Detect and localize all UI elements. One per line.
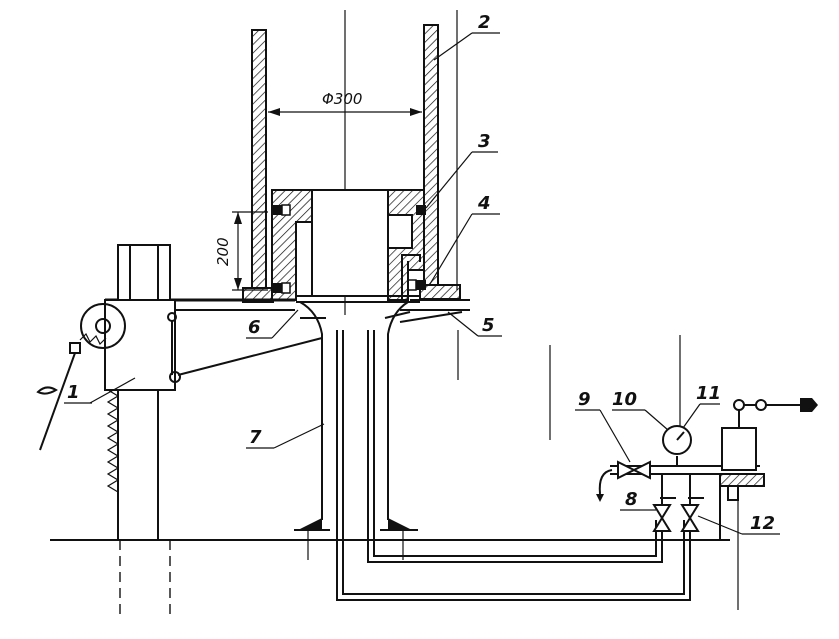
svg-text:10: 10 [612,389,637,410]
piping [336,254,691,601]
svg-text:3: 3 [478,131,491,152]
svg-text:12: 12 [750,513,775,534]
callout-6: 6 [246,309,299,339]
sealing-plug [271,189,425,303]
height-dimension: 200 [214,211,268,291]
svg-text:1: 1 [67,382,80,403]
callout-5: 5 [447,311,502,337]
callout-10: 10 [612,389,669,431]
callout-12: 12 [697,513,780,535]
height-label: 200 [214,237,232,266]
svg-text:2: 2 [478,12,491,33]
callout-1: 1 [64,377,136,404]
callout-11: 11 [682,383,721,429]
callout-7: 7 [246,423,325,449]
svg-text:8: 8 [625,489,638,510]
svg-text:4: 4 [477,193,491,214]
svg-text:11: 11 [696,383,721,404]
valve-9 [617,460,637,480]
svg-text:5: 5 [482,315,495,336]
test-cylinder [242,24,461,303]
diameter-dimension: Φ300 [268,90,422,116]
pressure-gauge [662,425,692,455]
diameter-label: Φ300 [322,90,362,108]
control-manifold [596,335,818,610]
callout-3: 3 [425,131,498,209]
lifting-frame [36,244,323,615]
pump-unit [721,427,757,471]
funnel-and-column [294,301,418,560]
valve-8 [652,504,672,520]
svg-text:7: 7 [249,427,262,448]
callout-2: 2 [433,12,500,61]
callout-8: 8 [620,489,656,511]
callout-9: 9 [575,389,631,463]
callout-4: 4 [429,193,500,285]
svg-text:6: 6 [248,317,261,338]
svg-text:9: 9 [578,389,591,410]
power-plug-icon [800,398,818,412]
